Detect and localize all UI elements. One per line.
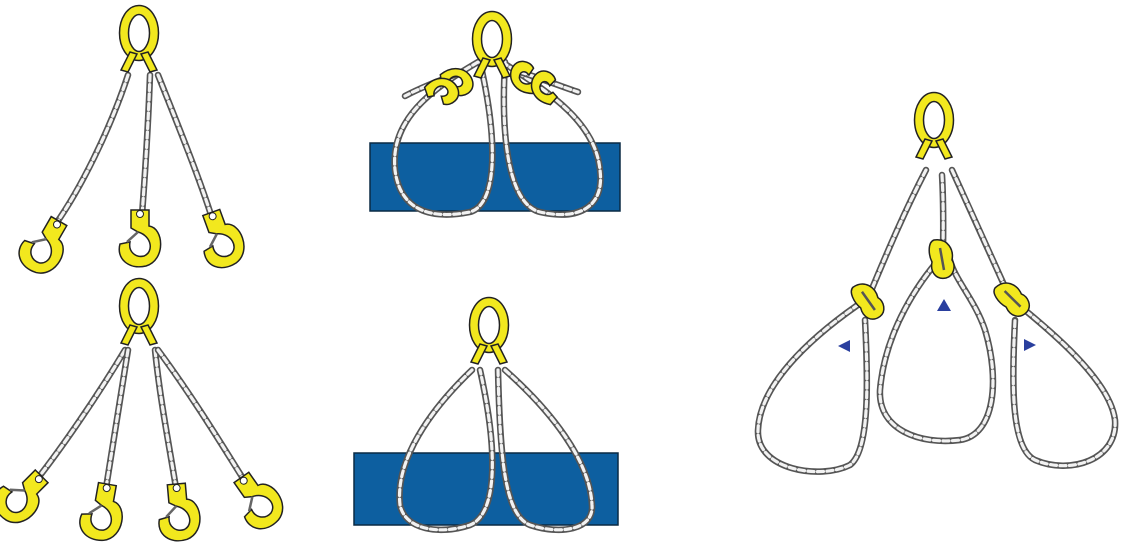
master-link-icon	[916, 97, 952, 159]
shortening-clutch-icon	[929, 240, 954, 279]
master-link-icon	[121, 10, 157, 72]
position-marker-icon	[838, 340, 850, 352]
chain	[880, 175, 993, 441]
lifting-hook-icon	[0, 462, 56, 531]
lifting-hook-icon	[156, 482, 202, 542]
basket-sling-top	[370, 16, 620, 215]
chain	[55, 75, 128, 225]
master-link-icon	[471, 302, 507, 364]
lifting-hook-icon	[13, 211, 77, 281]
position-marker-icon	[937, 299, 951, 311]
master-link-icon	[474, 16, 510, 78]
position-marker-icon	[1024, 339, 1036, 351]
chain	[158, 75, 212, 218]
chain	[142, 75, 150, 215]
lifting-hook-icon	[192, 205, 250, 273]
lifting-hook-icon	[77, 481, 128, 542]
lifting-hook-icon	[224, 466, 290, 536]
lifting-hook-icon	[119, 210, 160, 267]
four-leg-sling	[0, 283, 291, 542]
master-link-icon	[121, 283, 157, 345]
chain	[952, 170, 1115, 466]
basket-sling-bottom	[354, 302, 618, 530]
adjustable-loop-sling	[758, 97, 1115, 472]
shortening-clutch-icon	[849, 278, 888, 323]
three-leg-sling	[13, 10, 250, 281]
